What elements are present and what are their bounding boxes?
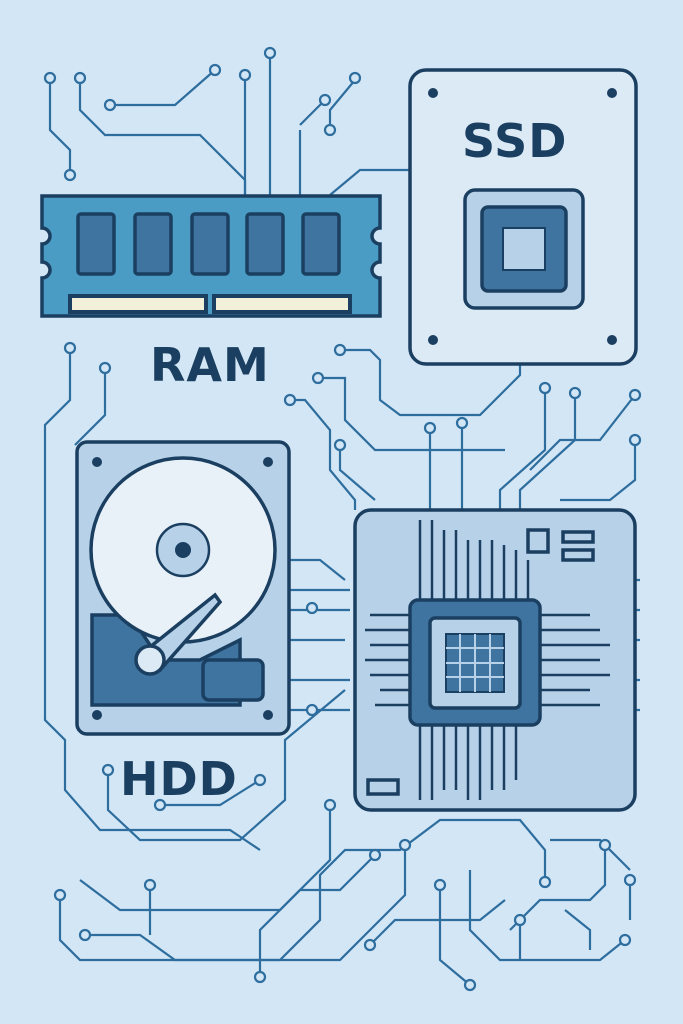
ram-module-icon bbox=[40, 194, 382, 318]
cpu-board-icon bbox=[353, 508, 637, 812]
hdd-label: HDD bbox=[120, 752, 238, 806]
ssd-icon bbox=[408, 68, 638, 366]
ram-label: RAM bbox=[150, 338, 270, 392]
hdd-icon bbox=[75, 440, 291, 736]
ssd-label: SSD bbox=[462, 114, 568, 168]
circuit-traces bbox=[43, 46, 642, 992]
